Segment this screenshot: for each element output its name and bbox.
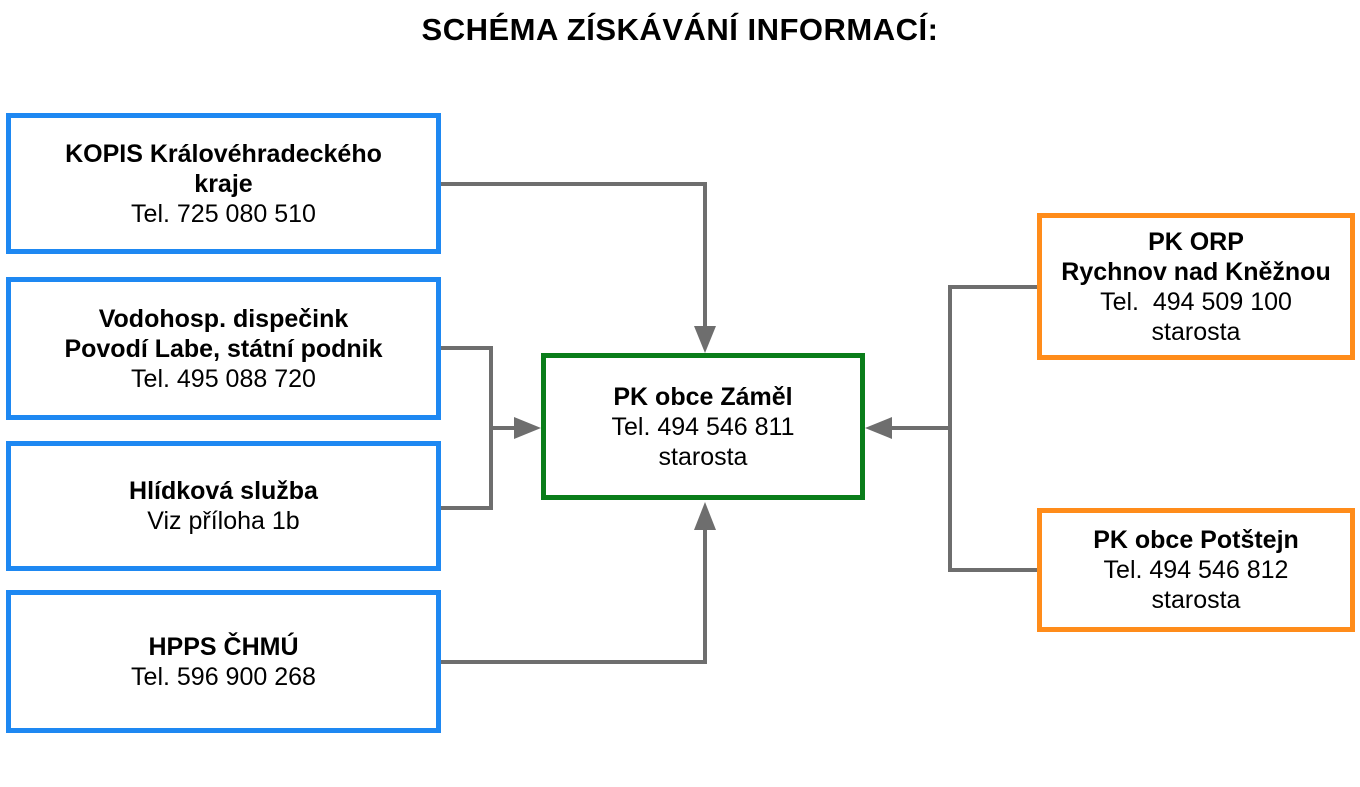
box-orp-role: starosta (1151, 317, 1241, 346)
box-hlidkova-name: Hlídková služba (129, 477, 318, 505)
box-vodohosp-name-line2: Povodí Labe, státní podnik (64, 334, 383, 363)
arrow-up-icon (694, 502, 716, 530)
box-potstejn-name: PK obce Potštejn (1093, 526, 1299, 554)
connector-kopis (441, 182, 707, 332)
arrow-right-icon (514, 417, 541, 439)
box-vodohosp-tel: Tel. 495 088 720 (131, 364, 316, 393)
box-vodohosp-name-line1: Vodohosp. dispečink (98, 304, 349, 333)
box-orp-tel: Tel. 494 509 100 (1100, 287, 1292, 316)
box-kopis: KOPIS Královéhradeckého kraje Tel. 725 0… (6, 113, 441, 254)
connector-hpps (441, 525, 707, 664)
connector-right-bracket (948, 285, 1037, 572)
box-hpps-name: HPPS ČHMÚ (148, 632, 299, 661)
box-kopis-tel: Tel. 725 080 510 (131, 199, 316, 228)
box-orp-name-line2: Rychnov nad Kněžnou (1061, 257, 1331, 286)
box-kopis-name-line2: kraje (194, 169, 253, 198)
box-vodohosp: Vodohosp. dispečink Povodí Labe, státní … (6, 277, 441, 420)
box-hpps: HPPS ČHMÚ Tel. 596 900 268 (6, 590, 441, 733)
box-hlidkova-note: Viz příloha 1b (147, 507, 300, 535)
box-center-role: starosta (658, 442, 748, 471)
box-kopis-name-line1: KOPIS Královéhradeckého (65, 139, 382, 168)
box-potstejn-role: starosta (1151, 586, 1241, 614)
box-orp-name-line1: PK ORP (1148, 227, 1244, 256)
box-center-tel: Tel. 494 546 811 (611, 412, 795, 441)
box-center: PK obce Záměl Tel. 494 546 811 starosta (541, 353, 865, 500)
box-hpps-tel: Tel. 596 900 268 (131, 662, 316, 691)
box-potstejn: PK obce Potštejn Tel. 494 546 812 staros… (1037, 508, 1355, 632)
page-title: SCHÉMA ZÍSKÁVÁNÍ INFORMACÍ: (421, 12, 939, 47)
connector-vodohosp (441, 346, 493, 510)
box-potstejn-tel: Tel. 494 546 812 (1103, 556, 1289, 584)
box-orp: PK ORP Rychnov nad Kněžnou Tel. 494 509 … (1037, 213, 1355, 360)
arrow-down-icon (694, 326, 716, 353)
box-center-name: PK obce Záměl (613, 382, 793, 411)
arrow-left-icon (865, 417, 892, 439)
box-hlidkova: Hlídková služba Viz příloha 1b (6, 441, 441, 571)
